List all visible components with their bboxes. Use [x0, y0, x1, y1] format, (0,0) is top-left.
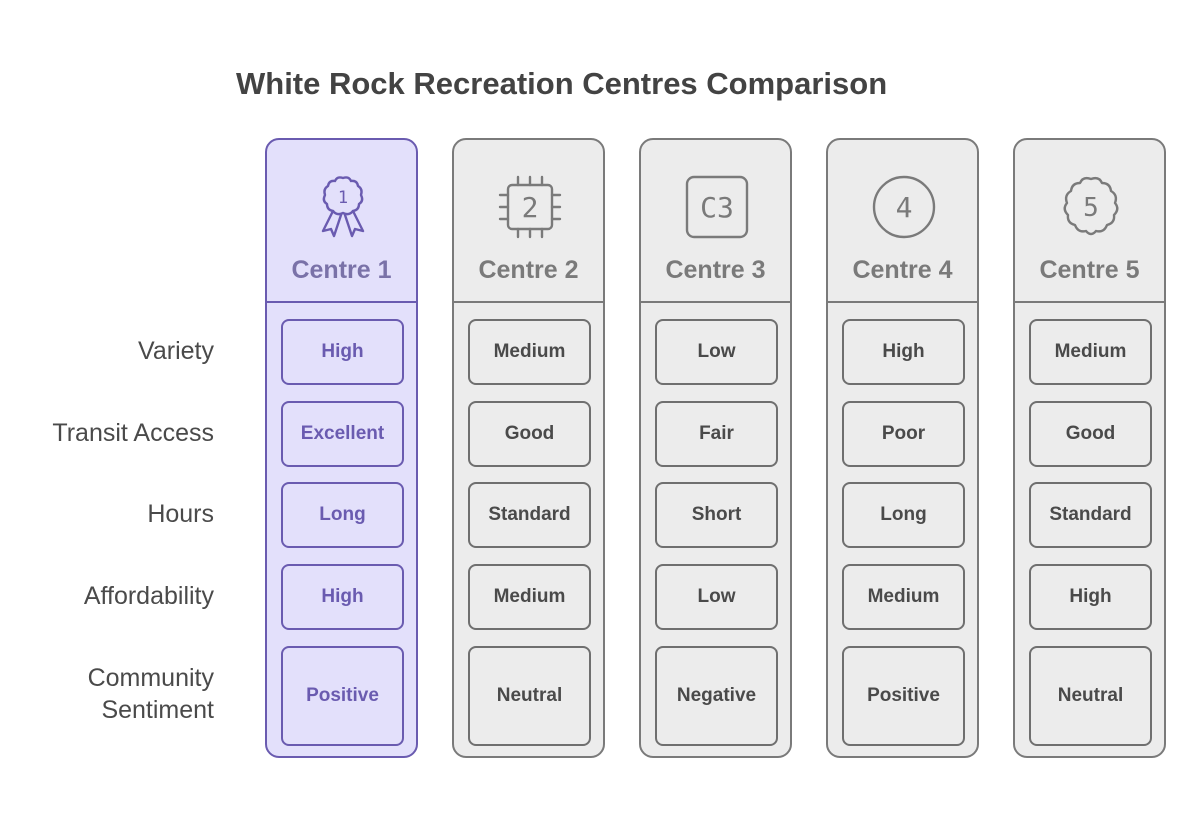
- centre-header: C3 Centre 3: [641, 140, 790, 303]
- cell-community-sentiment: Positive: [842, 646, 965, 746]
- svg-text:C3: C3: [700, 191, 734, 224]
- cell-community-sentiment: Positive: [281, 646, 404, 746]
- cell-transit-access: Good: [1029, 401, 1152, 467]
- cell-transit-access: Fair: [655, 401, 778, 467]
- centre-name: Centre 5: [1039, 256, 1140, 284]
- rounded-square-icon: C3: [685, 175, 749, 239]
- row-label-variety: Variety: [138, 337, 214, 365]
- cell-hours: Long: [281, 482, 404, 548]
- cell-transit-access: Poor: [842, 401, 965, 467]
- svg-text:2: 2: [522, 191, 539, 224]
- cell-community-sentiment: Neutral: [1029, 646, 1152, 746]
- row-label-community-sentiment-line2: Sentiment: [101, 696, 214, 724]
- award-ribbon-icon: 1: [321, 176, 365, 238]
- cell-variety: Medium: [1029, 319, 1152, 385]
- cell-transit-access: Good: [468, 401, 591, 467]
- cell-affordability: High: [281, 564, 404, 630]
- chip-icon: 2: [498, 175, 562, 239]
- cell-transit-access: Excellent: [281, 401, 404, 467]
- cell-variety: High: [842, 319, 965, 385]
- cell-hours: Short: [655, 482, 778, 548]
- centre-name: Centre 3: [665, 256, 766, 284]
- flower-badge-icon: 5: [1063, 176, 1119, 236]
- row-label-affordability: Affordability: [83, 582, 214, 610]
- centre-name: Centre 1: [291, 256, 392, 284]
- centre-column-1: 1 Centre 1 High Excellent Long High Posi…: [265, 138, 418, 758]
- centre-header: 2 Centre 2: [454, 140, 603, 303]
- cell-hours: Standard: [468, 482, 591, 548]
- cell-community-sentiment: Neutral: [468, 646, 591, 746]
- circle-icon: 4: [872, 175, 936, 239]
- centre-header: 5 Centre 5: [1015, 140, 1164, 303]
- row-label-hours: Hours: [147, 500, 214, 528]
- row-label-transit-access: Transit Access: [52, 419, 214, 447]
- cell-hours: Long: [842, 482, 965, 548]
- cell-affordability: Low: [655, 564, 778, 630]
- centre-header: 4 Centre 4: [828, 140, 977, 303]
- cell-affordability: Medium: [842, 564, 965, 630]
- svg-text:1: 1: [338, 188, 348, 208]
- centre-column-3: C3 Centre 3 Low Fair Short Low Negative: [639, 138, 792, 758]
- centre-name: Centre 2: [478, 256, 579, 284]
- cell-hours: Standard: [1029, 482, 1152, 548]
- cell-variety: High: [281, 319, 404, 385]
- svg-text:5: 5: [1083, 193, 1099, 223]
- cell-affordability: Medium: [468, 564, 591, 630]
- cell-community-sentiment: Negative: [655, 646, 778, 746]
- centre-column-5: 5 Centre 5 Medium Good Standard High Neu…: [1013, 138, 1166, 758]
- centre-header: 1 Centre 1: [267, 140, 416, 303]
- cell-affordability: High: [1029, 564, 1152, 630]
- centre-column-4: 4 Centre 4 High Poor Long Medium Positiv…: [826, 138, 979, 758]
- cell-variety: Medium: [468, 319, 591, 385]
- page-title: White Rock Recreation Centres Comparison: [236, 66, 888, 101]
- row-label-community-sentiment-line1: Community: [87, 664, 214, 692]
- cell-variety: Low: [655, 319, 778, 385]
- svg-text:4: 4: [896, 191, 913, 224]
- centre-column-2: 2 Centre 2 Medium Good Standard Medium N…: [452, 138, 605, 758]
- centre-name: Centre 4: [852, 256, 953, 284]
